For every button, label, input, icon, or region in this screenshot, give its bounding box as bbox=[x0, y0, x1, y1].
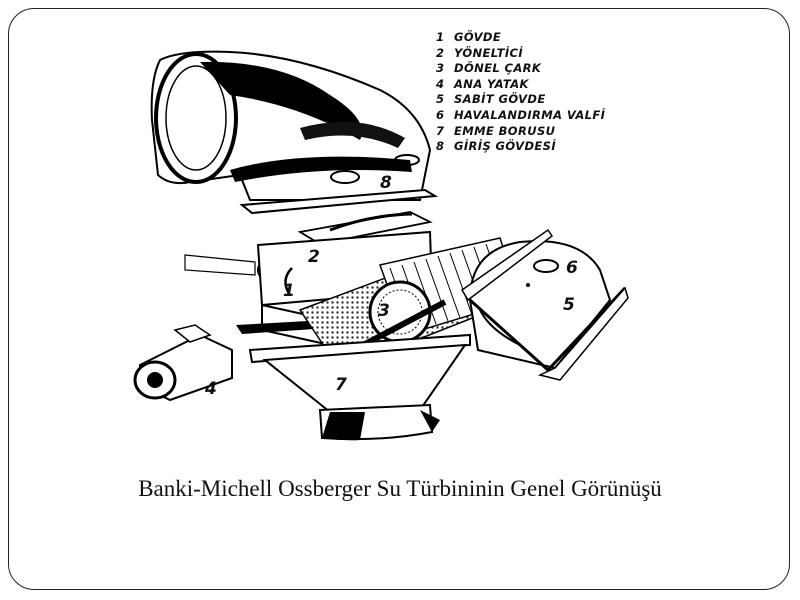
part-number-5: 5 bbox=[563, 295, 575, 315]
air-valve bbox=[533, 259, 559, 273]
part-number-7: 7 bbox=[335, 375, 347, 395]
fixed-casing bbox=[460, 228, 629, 381]
inlet-casing bbox=[150, 50, 439, 215]
part-number-2: 2 bbox=[308, 247, 320, 267]
main-bearing bbox=[133, 324, 233, 402]
figure-caption: Banki-Michell Ossberger Su Türbininin Ge… bbox=[138, 476, 662, 501]
turbine-exploded-view: 8 2 1 3 4 7 5 6 bbox=[133, 50, 629, 441]
part-number-4: 4 bbox=[204, 379, 217, 399]
part-number-1: 1 bbox=[283, 281, 295, 301]
part-number-3: 3 bbox=[378, 301, 390, 321]
draft-tube bbox=[248, 333, 471, 441]
part-number-6: 6 bbox=[566, 258, 578, 278]
part-number-8: 8 bbox=[380, 173, 392, 193]
